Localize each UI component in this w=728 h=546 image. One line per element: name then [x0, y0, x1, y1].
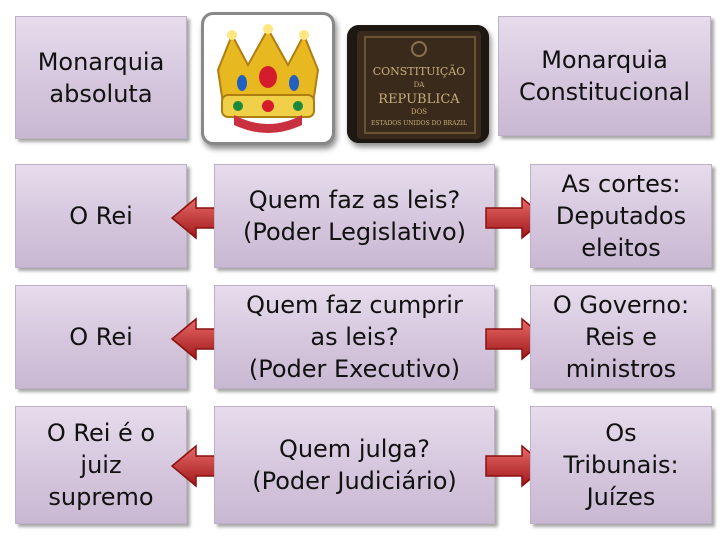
row3-middle-box: Quem julga? (Poder Judiciário) — [214, 406, 495, 524]
book-title-line2: DA — [414, 81, 426, 89]
row3-left-label: O Rei é o juiz supremo — [47, 417, 155, 513]
row2-right-box: O Governo: Reis e ministros — [530, 285, 712, 389]
row1-middle-box: Quem faz as leis? (Poder Legislativo) — [214, 164, 495, 268]
crown-image — [201, 12, 335, 145]
monarquia-absoluta-label: Monarquia absoluta — [38, 46, 165, 110]
row1-right-label: As cortes: Deputados eleitos — [556, 168, 686, 264]
book-title-line3: REPUBLICA — [378, 92, 460, 107]
constitution-book-icon: CONSTITUIÇÃO DA REPUBLICA DOS ESTADOS UN… — [347, 25, 489, 143]
row1-left-label: O Rei — [69, 200, 133, 232]
monarquia-constitucional-box: Monarquia Constitucional — [498, 16, 711, 136]
monarquia-constitucional-label: Monarquia Constitucional — [519, 44, 690, 108]
row3-right-box: Os Tribunais: Juízes — [530, 406, 712, 524]
row3-middle-label: Quem julga? (Poder Judiciário) — [252, 433, 457, 497]
row2-left-label: O Rei — [69, 321, 133, 353]
row2-middle-label: Quem faz cumprir as leis? (Poder Executi… — [246, 289, 463, 385]
row2-middle-box: Quem faz cumprir as leis? (Poder Executi… — [214, 285, 495, 389]
book-title-line1: CONSTITUIÇÃO — [373, 64, 466, 78]
book-title-line4: DOS — [411, 108, 427, 116]
monarquia-absoluta-box: Monarquia absoluta — [15, 16, 187, 139]
row1-left-box: O Rei — [15, 164, 187, 268]
row1-middle-label: Quem faz as leis? (Poder Legislativo) — [243, 184, 466, 248]
row2-right-label: O Governo: Reis e ministros — [553, 289, 689, 385]
crown-icon — [204, 15, 332, 142]
row1-right-box: As cortes: Deputados eleitos — [530, 164, 712, 268]
row2-left-box: O Rei — [15, 285, 187, 389]
book-title-line5: ESTADOS UNIDOS DO BRAZIL — [371, 120, 467, 127]
row3-right-label: Os Tribunais: Juízes — [563, 417, 678, 513]
constitution-image: CONSTITUIÇÃO DA REPUBLICA DOS ESTADOS UN… — [347, 25, 489, 143]
row3-left-box: O Rei é o juiz supremo — [15, 406, 187, 524]
